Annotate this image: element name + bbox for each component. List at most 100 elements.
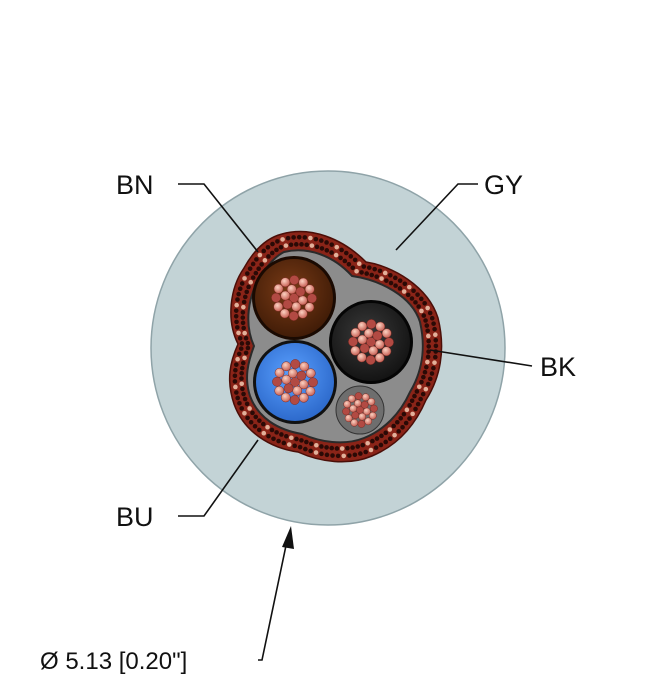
shield-hole xyxy=(420,391,426,397)
shield-hole xyxy=(433,332,438,338)
shield-hole xyxy=(366,265,372,270)
copper-strand xyxy=(367,397,376,406)
shield-hole xyxy=(369,272,375,278)
shield-hole xyxy=(265,244,271,250)
shield-hole xyxy=(292,443,297,449)
shield-hole xyxy=(409,398,415,404)
shield-hole xyxy=(236,330,241,336)
shield-hole xyxy=(313,450,319,455)
shield-hole xyxy=(397,286,403,291)
shield-hole xyxy=(431,365,436,371)
shield-hole xyxy=(412,393,417,399)
shield-hole xyxy=(245,345,251,351)
shield-hole xyxy=(358,451,363,456)
shield-hole xyxy=(275,239,280,244)
shield-hole xyxy=(308,448,313,454)
shield-hole xyxy=(361,264,367,269)
shield-hole xyxy=(237,400,242,406)
copper-strand xyxy=(356,352,367,363)
copper-strand xyxy=(290,359,301,369)
copper-strand xyxy=(283,383,294,394)
shield-hole xyxy=(387,427,393,432)
shield-hole xyxy=(243,335,249,341)
shield-hole xyxy=(335,453,341,459)
shield-hole xyxy=(245,415,250,421)
shield-hole xyxy=(257,252,263,258)
leader-lines xyxy=(178,183,533,661)
shield-hole xyxy=(243,350,249,356)
shield-hole xyxy=(433,343,439,349)
shield-hole xyxy=(427,310,433,316)
copper-strand xyxy=(273,301,284,312)
shield-hole xyxy=(280,237,285,242)
diameter-arrowhead xyxy=(282,526,294,549)
shield-hole xyxy=(347,453,352,458)
copper-strand xyxy=(296,370,307,381)
shield-hole xyxy=(411,288,416,294)
copper-strand xyxy=(305,386,316,397)
shield-hole xyxy=(269,427,275,433)
shield-hole xyxy=(379,433,384,439)
shield-hole xyxy=(342,258,348,264)
shield-hole xyxy=(233,384,238,390)
shield-hole xyxy=(237,286,243,292)
shield-hole xyxy=(339,446,345,451)
shield-hole xyxy=(266,254,271,259)
shield-hole xyxy=(356,261,362,266)
shield-hole xyxy=(314,442,319,448)
shield-hole xyxy=(294,436,299,442)
shield-hole xyxy=(379,276,384,281)
shield-hole xyxy=(329,250,334,255)
conductor-brown xyxy=(252,256,336,340)
shield-hole xyxy=(425,328,430,334)
shield-hole xyxy=(274,247,279,253)
shield-hole xyxy=(266,433,271,439)
shield-hole xyxy=(407,416,412,421)
shield-hole xyxy=(240,320,246,326)
shield-hole xyxy=(232,373,238,379)
copper-strand xyxy=(288,311,299,321)
shield-hole xyxy=(297,444,303,450)
shield-hole xyxy=(324,452,330,458)
copper-strand xyxy=(289,395,300,405)
shield-hole xyxy=(242,410,247,416)
shield-hole xyxy=(354,268,359,274)
shield-hole xyxy=(309,243,315,248)
copper-strand xyxy=(357,420,366,428)
shield-hole xyxy=(284,433,289,439)
shield-hole xyxy=(247,406,252,411)
shield-hole xyxy=(240,360,246,366)
copper-strand xyxy=(359,343,370,354)
copper-strand xyxy=(279,308,290,319)
shield-hole xyxy=(405,292,411,298)
shield-hole xyxy=(352,257,358,263)
copper-strand xyxy=(368,345,379,356)
shield-hole xyxy=(393,275,398,281)
shield-hole xyxy=(422,300,427,306)
shield-hole xyxy=(359,270,364,275)
shield-hole xyxy=(350,445,355,450)
shield-hole xyxy=(291,235,296,240)
shield-hole xyxy=(304,439,309,445)
copper-strand xyxy=(347,394,356,403)
copper-strand xyxy=(361,393,370,402)
shield-hole xyxy=(239,381,245,387)
shield-hole xyxy=(423,318,428,323)
shield-hole xyxy=(421,313,427,318)
shield-hole xyxy=(406,284,412,290)
copper-strand xyxy=(287,368,298,379)
shield-hole xyxy=(233,308,239,313)
shield-hole xyxy=(330,453,335,458)
conductor-black xyxy=(329,300,413,384)
shield-hole xyxy=(402,281,408,287)
shield-hole xyxy=(432,360,437,365)
shield-hole xyxy=(378,442,384,448)
shield-hole xyxy=(235,297,240,302)
shield-hole xyxy=(407,403,412,408)
shield-hole xyxy=(247,266,253,271)
copper-strand xyxy=(354,392,363,400)
shield-hole xyxy=(237,335,243,341)
copper-strand xyxy=(274,385,285,396)
label-bu: BU xyxy=(116,502,154,532)
